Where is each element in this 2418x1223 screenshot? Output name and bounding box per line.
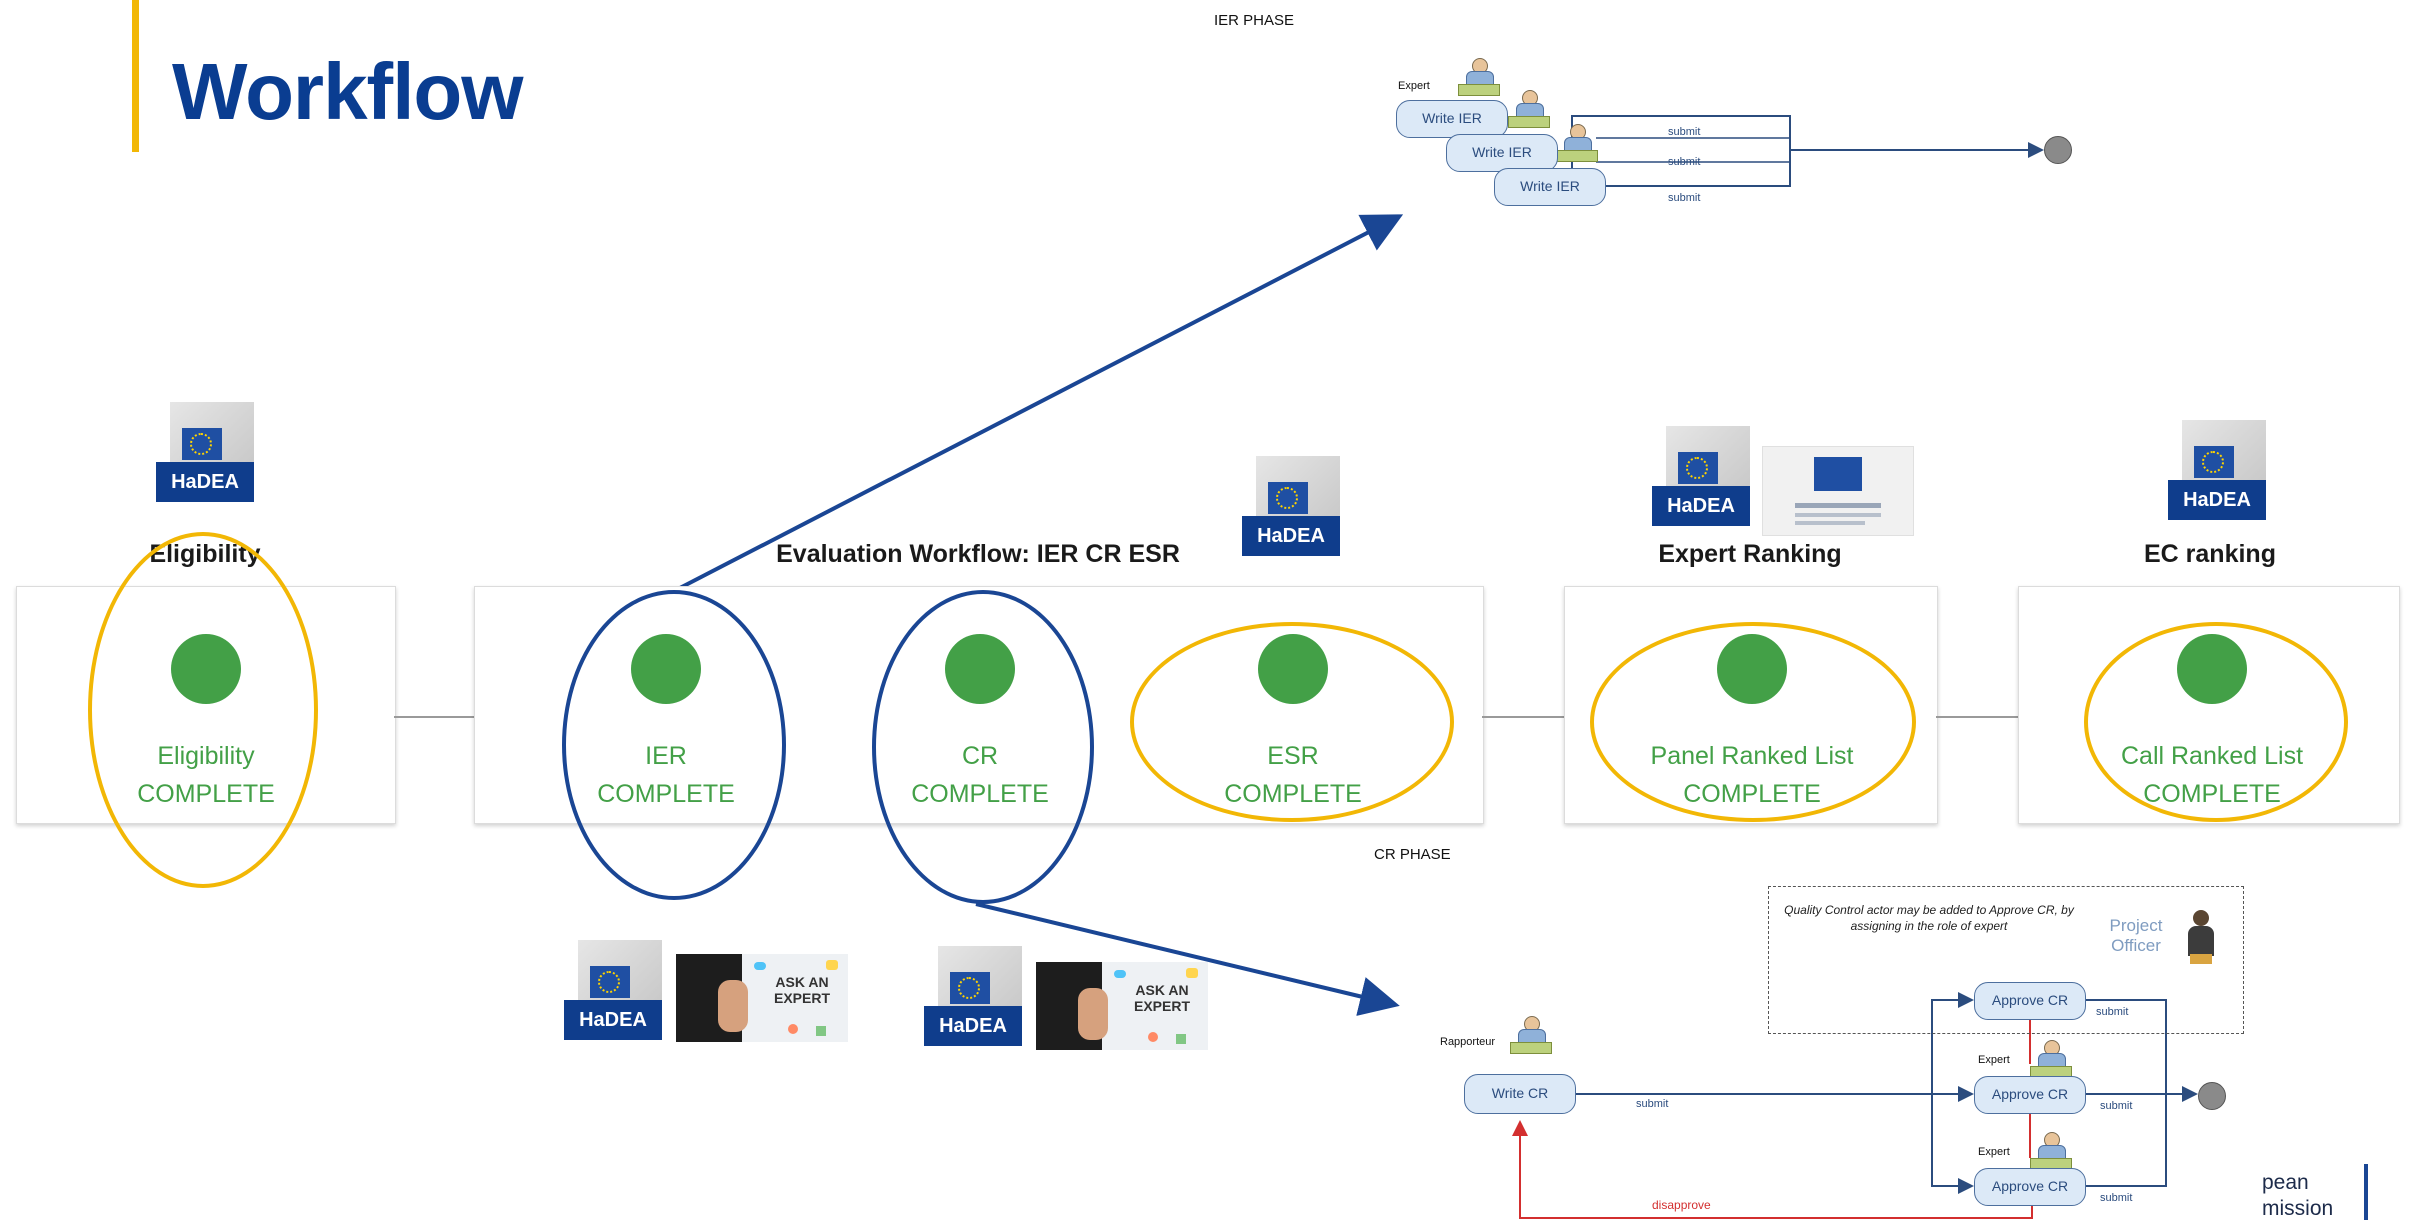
person-at-desk-icon (2030, 1040, 2072, 1078)
end-node-icon (2198, 1082, 2226, 1110)
project-officer-icon (2186, 910, 2216, 964)
quality-control-note: Quality Control actor may be added to Ap… (1784, 903, 2074, 933)
european-commission-logo (1762, 446, 1914, 536)
cr-highlight-ring (872, 590, 1094, 904)
end-node-icon (2044, 136, 2072, 164)
person-at-desk-icon (1556, 124, 1598, 162)
title-accent-bar (132, 0, 139, 152)
write-cr-task: Write CR (1464, 1074, 1576, 1114)
ier-flow-label: submit (1668, 156, 1701, 168)
ier-highlight-ring (562, 590, 786, 900)
expert-label: Expert (1978, 1146, 2010, 1158)
project-officer-label: Project Officer (2109, 916, 2163, 955)
page-title: Workflow (172, 47, 524, 136)
call-ranked-highlight-ring (2084, 622, 2348, 822)
ier-flow-label: submit (1668, 126, 1701, 138)
ec-footer-bar (2364, 1164, 2368, 1220)
ier-phase-label: IER PHASE (1214, 12, 1295, 29)
hadea-logo: HaDEA (1242, 456, 1340, 556)
connector-1 (394, 716, 474, 718)
disapprove-flow (1512, 1120, 2033, 1219)
approve-flow-label: submit (2100, 1192, 2133, 1204)
write-ier-task: Write IER (1446, 134, 1558, 172)
person-at-desk-icon (1508, 90, 1550, 128)
rapporteur-label: Rapporteur (1440, 1036, 1496, 1048)
hadea-logo: HaDEA (156, 402, 254, 502)
hadea-logo: HaDEA (2168, 420, 2266, 520)
cr-phase-arrow (975, 902, 1400, 1016)
hadea-logo: HaDEA (564, 940, 662, 1040)
panel-ranked-highlight-ring (1590, 622, 1916, 822)
write-ier-task: Write IER (1396, 100, 1508, 138)
esr-highlight-ring (1130, 622, 1454, 822)
quality-control-box (1768, 886, 2244, 1034)
write-ier-task: Write IER (1494, 168, 1606, 206)
approve-cr-task: Approve CR (1974, 1168, 2086, 1206)
person-at-desk-icon (1510, 1016, 1552, 1054)
ask-an-expert-image: ASK AN EXPERT (1036, 962, 1208, 1050)
approve-cr-task: Approve CR (1974, 1076, 2086, 1114)
expert-label: Expert (1978, 1054, 2010, 1066)
write-cr-flow-label: submit (1636, 1098, 1669, 1110)
approver-split-bottom (1931, 1094, 1974, 1194)
stage-title-expert-ranking: Expert Ranking (1658, 540, 1842, 568)
eligibility-highlight-ring (88, 532, 318, 888)
approve-flow-label: submit (2100, 1100, 2133, 1112)
ier-phase-arrow (675, 214, 1404, 592)
ier-actor-label: Expert (1398, 80, 1430, 92)
stage-title-ec-ranking: EC ranking (2144, 540, 2276, 568)
person-at-desk-icon (1458, 58, 1500, 96)
stage-title-evaluation: Evaluation Workflow: IER CR ESR (776, 540, 1180, 568)
approve-cr-task: Approve CR (1974, 982, 2086, 1020)
ask-an-expert-image: ASK AN EXPERT (676, 954, 848, 1042)
connector-3 (1936, 716, 2018, 718)
ier-flow-label: submit (1668, 192, 1701, 204)
cr-phase-label: CR PHASE (1374, 846, 1451, 863)
approve-flow-label: submit (2096, 1006, 2129, 1018)
hadea-logo: HaDEA (1652, 426, 1750, 526)
person-at-desk-icon (2030, 1132, 2072, 1170)
connector-2 (1482, 716, 1564, 718)
hadea-logo: HaDEA (924, 946, 1022, 1046)
disapprove-flow-label: disapprove (1652, 1198, 1711, 1212)
approver-split-top (1931, 992, 1974, 1094)
